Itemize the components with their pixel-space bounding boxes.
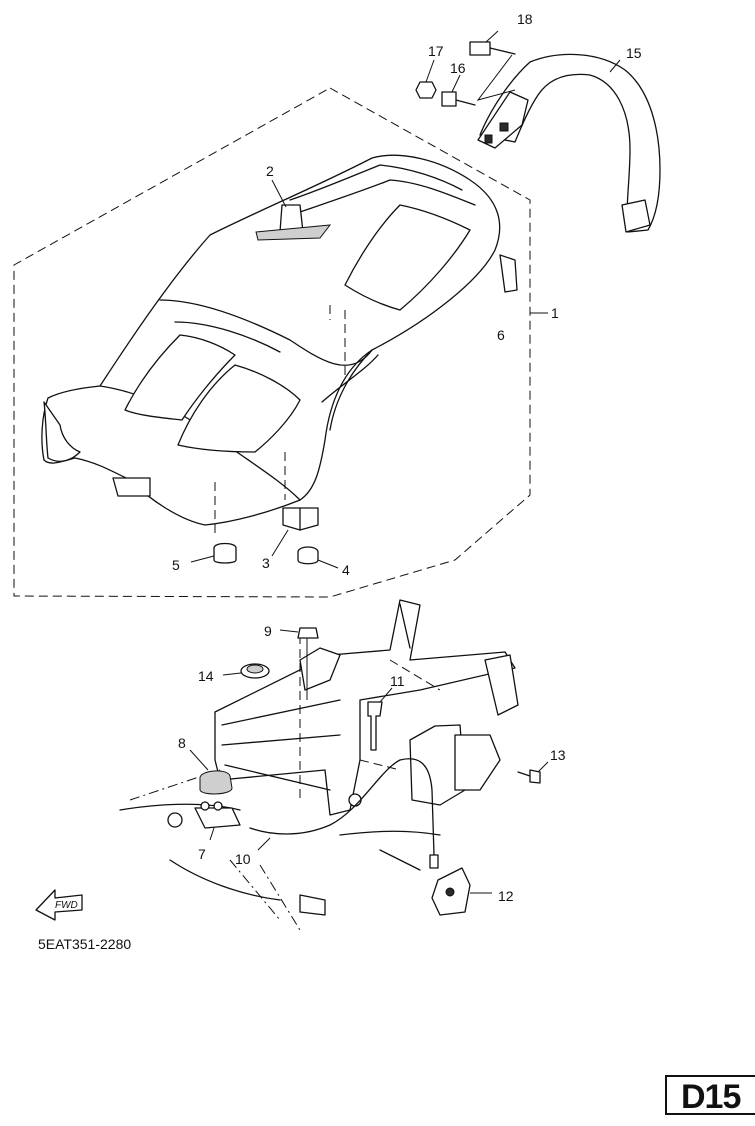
- forward-arrow-icon: FWD: [35, 889, 83, 921]
- callout-11: 11: [390, 673, 405, 689]
- damper-part-14: [240, 663, 270, 679]
- callout-12: 12: [498, 888, 514, 904]
- seat-lock: [194, 801, 241, 829]
- frame: [119, 599, 519, 931]
- grab-bar: [477, 53, 661, 233]
- seat: [41, 154, 518, 535]
- page-code: D15: [681, 1078, 741, 1115]
- drawing-code: 5EAT351-2280: [38, 936, 132, 952]
- callout-3: 3: [262, 555, 270, 571]
- page-code-box: D15: [665, 1075, 755, 1115]
- callout-18: 18: [517, 11, 533, 27]
- callout-17: 17: [428, 43, 444, 59]
- damper-part-4: [297, 546, 319, 565]
- callout-5: 5: [172, 557, 180, 573]
- bolt-9: [297, 627, 319, 700]
- bolt-18: [469, 41, 516, 56]
- callout-13: 13: [550, 747, 566, 763]
- callout-15: 15: [626, 45, 642, 61]
- damper-part-5: [213, 542, 237, 564]
- callout-4: 4: [342, 562, 350, 578]
- bolt-13: [517, 769, 541, 784]
- seat-strap: [255, 204, 332, 241]
- cover-8: [199, 770, 233, 795]
- callout-1: 1: [551, 305, 559, 321]
- nut-17: [415, 81, 437, 99]
- callout-9: 9: [264, 623, 272, 639]
- seat-hook: [282, 507, 319, 531]
- fwd-label: FWD: [55, 900, 78, 911]
- callout-2: 2: [266, 163, 274, 179]
- seat-lock-cable: [249, 758, 439, 869]
- callout-10: 10: [235, 851, 251, 867]
- callout-8: 8: [178, 735, 186, 751]
- seat-assembly-boundary: [13, 87, 531, 598]
- callout-14: 14: [198, 668, 214, 684]
- bolt-16: [441, 91, 476, 107]
- callout-7: 7: [198, 846, 206, 862]
- cable-holder-12: [431, 867, 471, 916]
- callout-16: 16: [450, 60, 466, 76]
- callout-6: 6: [497, 327, 505, 343]
- key-11: [367, 701, 383, 751]
